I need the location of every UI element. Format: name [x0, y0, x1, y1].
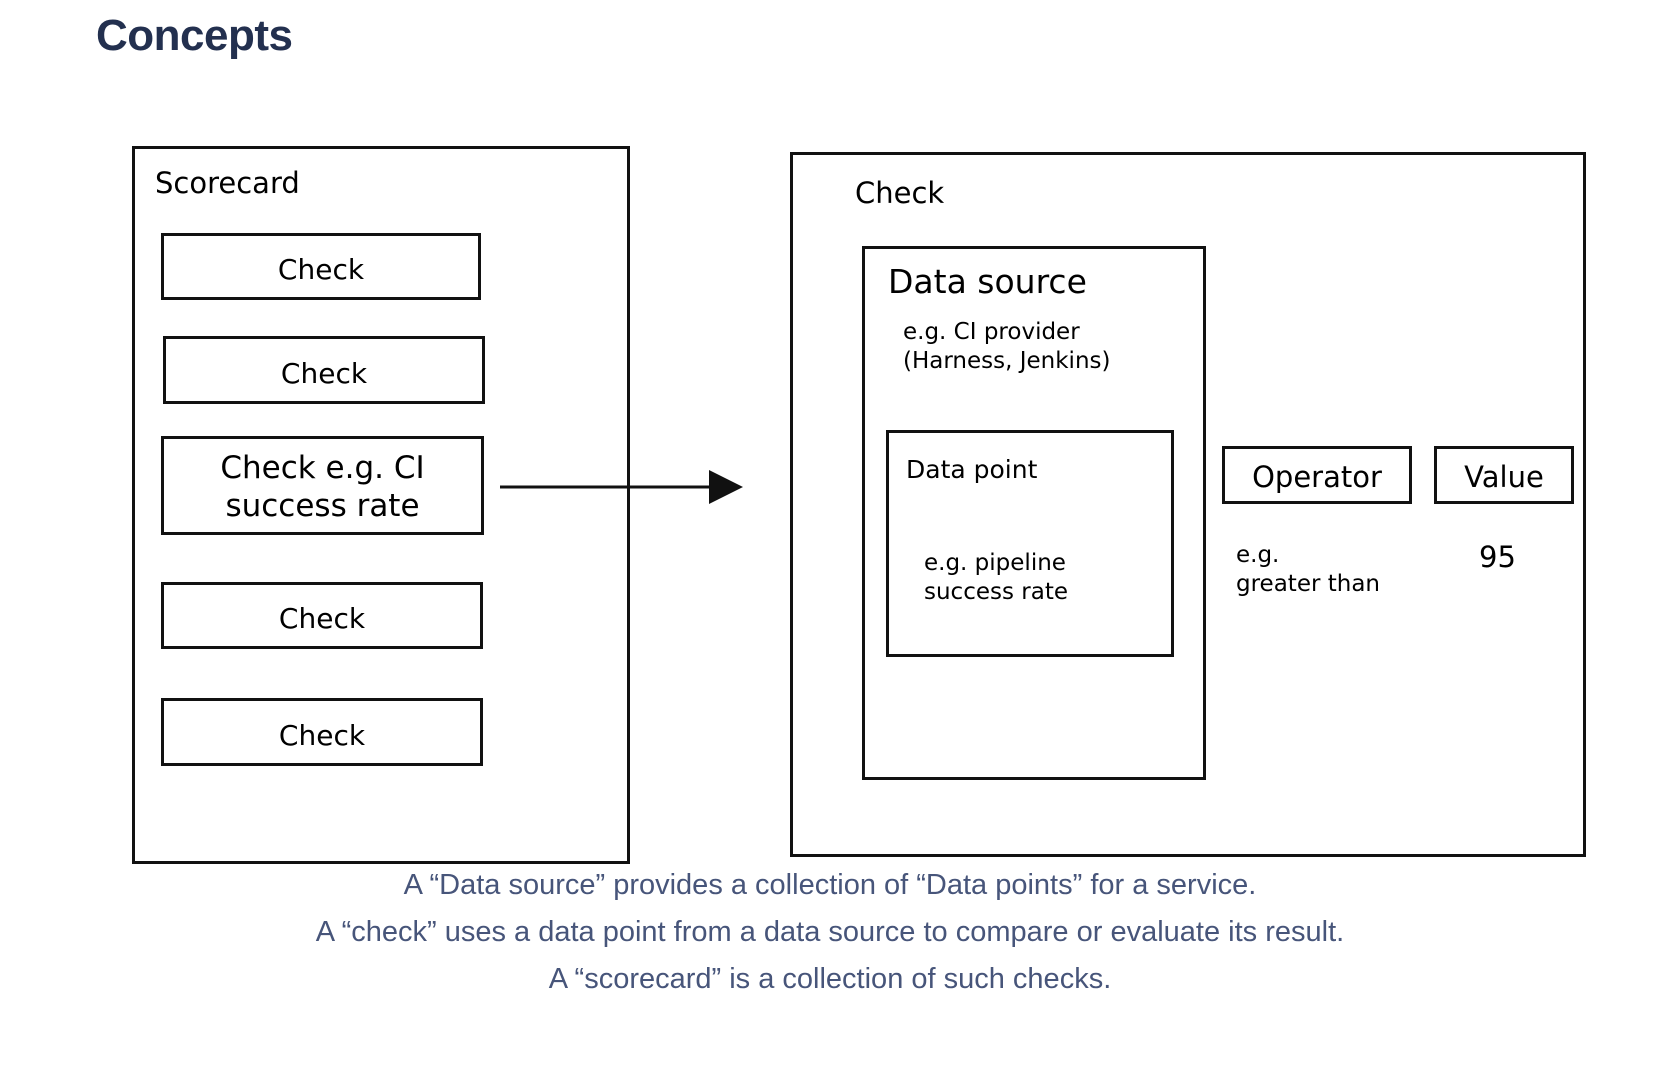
scorecard-check-3-label-line2: success rate — [225, 488, 420, 524]
scorecard-check-4-label: Check — [278, 602, 366, 635]
scorecard-check-5-label: Check — [278, 719, 366, 752]
operator-example-line2: greater than — [1236, 571, 1380, 597]
caption-line-1: A “Data source” provides a collection of… — [403, 869, 1257, 901]
data-point-example-line2: success rate — [924, 579, 1068, 605]
scorecard-check-2[interactable]: Check — [163, 336, 485, 404]
page-title: Concepts — [96, 11, 293, 60]
value-example: 95 — [1479, 540, 1516, 574]
relationship-arrow — [500, 470, 743, 504]
data-source-example-line1: e.g. CI provider — [903, 319, 1080, 345]
scorecard-check-1-label: Check — [277, 253, 365, 286]
caption-line-2: A “check” uses a data point from a data … — [315, 915, 1345, 948]
operator-box: Operator — [1222, 446, 1412, 504]
data-source-example-line2: (Harness, Jenkins) — [903, 348, 1111, 374]
data-point-box — [886, 430, 1174, 657]
scorecard-check-2-label: Check — [280, 357, 368, 390]
caption: A “Data source” provides a collection of… — [0, 862, 1660, 1003]
scorecard-check-4[interactable]: Check — [161, 582, 483, 649]
value-box: Value — [1434, 446, 1574, 504]
value-label: Value — [1464, 460, 1544, 494]
scorecard-check-5[interactable]: Check — [161, 698, 483, 766]
scorecard-check-3-label-line1: Check e.g. CI — [220, 450, 425, 486]
scorecard-check-1[interactable]: Check — [161, 233, 481, 300]
operator-label: Operator — [1252, 460, 1382, 494]
operator-example-line1: e.g. — [1236, 542, 1280, 568]
data-source-title: Data source — [888, 262, 1087, 301]
scorecard-title: Scorecard — [155, 166, 300, 200]
data-point-example-line1: e.g. pipeline — [924, 550, 1066, 576]
check-title: Check — [855, 176, 945, 210]
scorecard-check-3[interactable]: Check e.g. CI success rate — [161, 436, 484, 535]
data-point-title: Data point — [906, 455, 1038, 484]
caption-line-3: A “scorecard” is a collection of such ch… — [548, 962, 1112, 995]
